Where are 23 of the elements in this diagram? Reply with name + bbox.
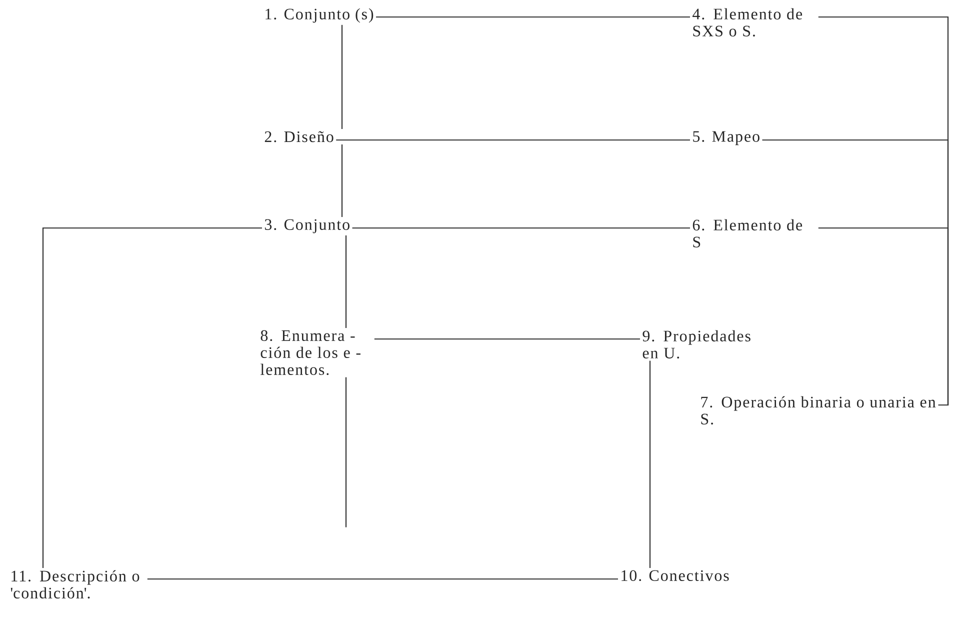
connector-line bbox=[352, 227, 690, 229]
connector-line bbox=[345, 377, 347, 528]
connector-line bbox=[818, 227, 949, 406]
connector-line bbox=[42, 227, 262, 568]
connector-line bbox=[341, 144, 343, 217]
concept-label: 4. Elemento de SXS o S. bbox=[692, 8, 802, 37]
connector-line bbox=[147, 578, 618, 580]
concept-label: 3. Conjunto bbox=[264, 219, 350, 234]
concept-label: 2. Diseño bbox=[264, 131, 334, 142]
connector-line bbox=[345, 235, 347, 328]
concept-label: 11. Descripción o 'condición'. bbox=[10, 570, 140, 599]
connector-line bbox=[336, 139, 690, 141]
concept-label: 10. Conectivos bbox=[622, 570, 729, 582]
concept-label: 9. Propiedades en U. bbox=[642, 330, 750, 359]
connector-line bbox=[649, 360, 651, 568]
connector-line bbox=[341, 24, 343, 129]
connector-line bbox=[374, 338, 640, 340]
concept-label: 7. Operación binaria o unaria en S. bbox=[701, 396, 936, 425]
concept-label: 1. Conjunto (s) bbox=[266, 8, 374, 23]
concept-label: 6. Elemento de S bbox=[692, 219, 802, 248]
concept-label: 5. Mapeo bbox=[693, 131, 760, 146]
concept-label: 8. Enumera - ción de los e - lementos. bbox=[260, 330, 360, 376]
connector-line bbox=[376, 16, 690, 18]
